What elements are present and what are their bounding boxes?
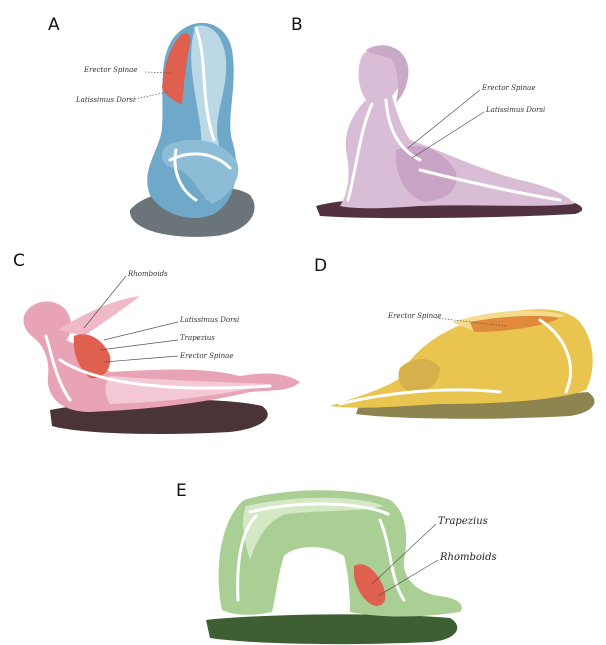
panel-d-label-erector-spinae: Erector Spinae [387, 312, 441, 320]
panel-c: C Rhomboids Latissimus Dorsi Trapezius E… [13, 251, 300, 434]
panel-c-arm [58, 296, 140, 336]
panel-e-label-rhomboids: Rhomboids [439, 552, 497, 563]
panel-c-label-trapezius: Trapezius [180, 334, 215, 342]
panel-b-label-erector-spinae: Erector Spinae [481, 84, 535, 92]
panel-b-label-latissimus-dorsi: Latissimus Dorsi [485, 106, 545, 114]
panel-a-label-erector-spinae: Erector Spinae [83, 66, 137, 74]
panel-d: D Erector Spinae [314, 256, 594, 419]
panel-c-label-rhomboids: Rhomboids [127, 270, 168, 278]
panel-e: E Trapezius Rhomboids [176, 481, 497, 644]
panel-e-label-trapezius: Trapezius [438, 516, 488, 527]
panel-b: B Erector Spinae Latissimus Dorsi [291, 15, 582, 218]
panel-b-figure [340, 47, 574, 208]
panel-c-label-latissimus-dorsi: Latissimus Dorsi [179, 316, 239, 324]
panel-letter-e: E [176, 481, 187, 501]
panel-letter-b: B [291, 15, 303, 35]
panel-e-shadow [206, 614, 457, 644]
panel-a-label-latissimus-dorsi: Latissimus Dorsi [75, 96, 135, 104]
panel-letter-a: A [48, 15, 60, 35]
panel-a: A Erector Spinae Latissimus Dorsi [48, 15, 255, 237]
panel-letter-d: D [314, 256, 327, 276]
panel-c-label-erector-spinae: Erector Spinae [179, 352, 233, 360]
panel-letter-c: C [13, 251, 25, 271]
